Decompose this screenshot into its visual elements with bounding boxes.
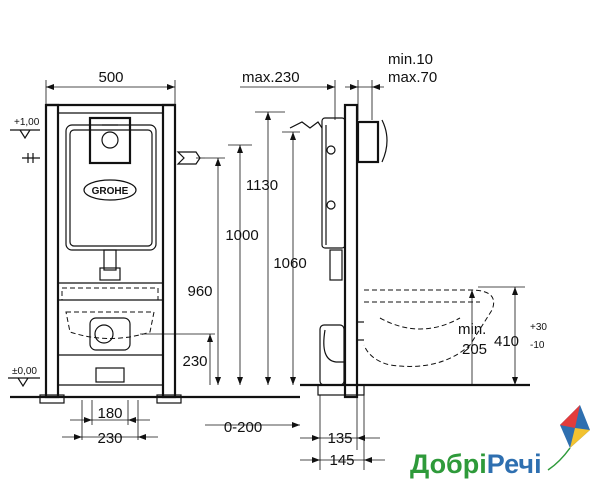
dim-max-230: max.230 bbox=[242, 69, 300, 86]
dim-min-10: min.10 bbox=[388, 51, 433, 68]
side-frame-post bbox=[343, 103, 359, 399]
tol-plus-30: +30 bbox=[530, 322, 547, 333]
logo-text: GROHE bbox=[92, 186, 129, 197]
dim-1130: 1130 bbox=[246, 177, 278, 194]
dim-205: 205 bbox=[462, 341, 487, 358]
dim-1060: 1060 bbox=[273, 255, 306, 272]
dim-410: 410 bbox=[494, 333, 519, 350]
side-cistern bbox=[321, 117, 346, 249]
brand-part-1: Добрі bbox=[410, 449, 487, 479]
watermark-logo: ДобріРечі bbox=[410, 405, 590, 479]
side-view: max.230 min.10 max.70 bbox=[240, 51, 547, 470]
wc-bowl-outline bbox=[363, 289, 495, 367]
dim-1000: 1000 bbox=[225, 227, 258, 244]
front-view: 500 GROHE bbox=[8, 69, 300, 447]
kite-icon bbox=[547, 405, 590, 471]
outlet-pipe bbox=[94, 324, 114, 344]
dim-230-bottom: 230 bbox=[97, 430, 122, 447]
dim-min-label: min. bbox=[458, 321, 486, 338]
dim-230-height: 230 bbox=[182, 353, 207, 370]
level-zero: ±0,00 bbox=[12, 366, 37, 377]
flush-opening bbox=[88, 116, 132, 165]
side-outlet bbox=[319, 324, 345, 386]
level-plus-1: +1,00 bbox=[14, 117, 40, 128]
dim-960: 960 bbox=[187, 283, 212, 300]
tol-minus-10: -10 bbox=[530, 340, 545, 351]
flush-plate-side bbox=[381, 119, 388, 163]
dim-180: 180 bbox=[97, 405, 122, 422]
dim-width-500: 500 bbox=[98, 69, 123, 86]
svg-text:ДобріРечі: ДобріРечі bbox=[410, 449, 542, 479]
dim-max-70: max.70 bbox=[388, 69, 437, 86]
dim-145: 145 bbox=[329, 452, 354, 469]
dim-0-200: 0-200 bbox=[224, 419, 262, 436]
frame-left-post bbox=[44, 103, 60, 399]
frame-right-post bbox=[161, 103, 177, 399]
brand-part-2: Речі bbox=[487, 449, 542, 479]
dim-135: 135 bbox=[327, 430, 352, 447]
vertical-dimensions: 960 230 1000 1130 1060 0-200 bbox=[140, 111, 307, 436]
grohe-logo bbox=[83, 179, 137, 201]
